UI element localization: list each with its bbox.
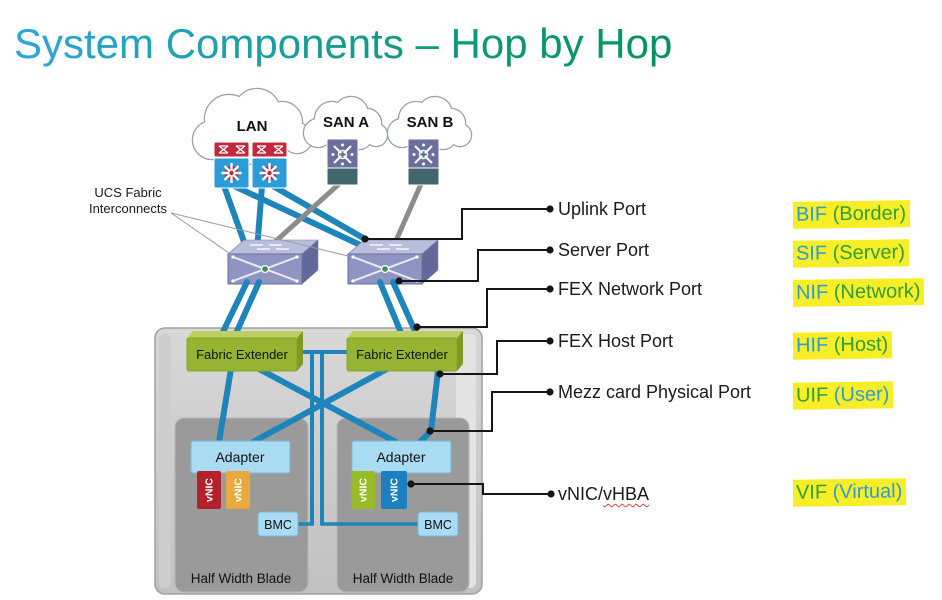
page-title: System Components – Hop by Hop xyxy=(14,20,672,67)
interface-name: (Server) xyxy=(832,241,906,265)
interface-name: (Host) xyxy=(833,333,889,357)
vnic-red xyxy=(197,471,221,509)
switch-icon xyxy=(259,163,280,183)
fex-2-label: Fabric Extender xyxy=(356,347,448,362)
adapter-2-label: Adapter xyxy=(376,449,425,465)
fi-label-line1: UCS Fabric xyxy=(94,185,162,200)
interface-acronym: BIF xyxy=(795,203,828,226)
port-label-server: Server Port xyxy=(558,241,649,259)
lan-router-switch-stack-1 xyxy=(213,141,250,189)
interface-name: (Border) xyxy=(832,202,907,226)
fabric-interconnect-a xyxy=(227,239,319,285)
san-a-cloud-label: SAN A xyxy=(323,114,369,131)
vnic-1-label: vNIC xyxy=(204,478,216,502)
lan-router-switch-stack-2 xyxy=(251,141,288,189)
san-b-cloud-label: SAN B xyxy=(407,114,454,131)
callout-vnic-vhba xyxy=(411,483,551,495)
san-a-switch xyxy=(326,138,359,186)
fabric-interconnect-b xyxy=(347,239,439,285)
port-label-text-misspelled: vHBA xyxy=(603,484,650,504)
interface-acronym: NIF xyxy=(795,281,829,304)
vnic-4-label: vNIC xyxy=(389,478,401,502)
port-label-uplink: Uplink Port xyxy=(558,200,646,218)
san-b-switch xyxy=(407,138,440,186)
interface-acronym: VIF xyxy=(795,481,828,504)
fex-1-label: Fabric Extender xyxy=(196,347,288,362)
bmc-1-label: BMC xyxy=(264,518,292,532)
interface-name: (Network) xyxy=(833,280,921,304)
fabric-extender-2 xyxy=(346,331,463,372)
fi-label-line2: Interconnects xyxy=(89,201,168,216)
port-label-mezz: Mezz card Physical Port xyxy=(558,383,751,401)
vnic-3-label: vNIC xyxy=(358,478,370,502)
interface-acronym: UIF xyxy=(795,384,829,407)
port-label-text: Mezz card Physical Port xyxy=(558,382,752,402)
interface-name: (User) xyxy=(833,383,890,407)
bmc-2-label: BMC xyxy=(424,518,452,532)
bmc-2 xyxy=(417,511,459,537)
interface-label-nif: NIF (Network) xyxy=(792,278,925,307)
interface-label-uif: UIF (User) xyxy=(792,381,894,410)
port-label-fex-network: FEX Network Port xyxy=(558,280,702,298)
port-label-text: Server Port xyxy=(558,240,650,260)
callout-uplink-port xyxy=(365,208,550,240)
blade-1-label: Half Width Blade xyxy=(191,571,292,586)
fi-pointer-lines xyxy=(170,212,349,257)
callout-server-port xyxy=(399,249,550,282)
vnic-orange xyxy=(226,471,250,509)
vnic-blue xyxy=(381,471,407,509)
vnic-2-label: vNIC xyxy=(233,478,245,502)
interface-acronym: HIF xyxy=(795,334,829,357)
blade-2-label: Half Width Blade xyxy=(353,571,454,586)
callout-fex-host-port xyxy=(440,340,550,375)
adapter-1-label: Adapter xyxy=(215,449,264,465)
interface-name: (Virtual) xyxy=(832,480,903,504)
port-label-vnic-vhba: vNIC/vHBA xyxy=(558,485,649,503)
callout-dots xyxy=(361,205,555,498)
bmc-1 xyxy=(257,511,299,537)
port-label-text: vNIC/ xyxy=(558,484,603,504)
port-label-text: FEX Host Port xyxy=(558,331,674,351)
interface-label-sif: SIF (Server) xyxy=(792,239,910,268)
port-label-text: FEX Network Port xyxy=(558,279,703,299)
router-icon xyxy=(218,145,246,154)
chassis-cables xyxy=(216,279,441,526)
callout-lines xyxy=(365,208,551,495)
vnic-tags: vNIC vNIC vNIC vNIC xyxy=(197,471,407,509)
interface-label-hif: HIF (Host) xyxy=(792,331,893,360)
mds-switch-icon xyxy=(331,143,354,166)
router-icon xyxy=(256,145,284,154)
interface-label-vif: VIF (Virtual) xyxy=(792,478,907,507)
fabric-extender-1 xyxy=(186,331,303,372)
mds-switch-icon xyxy=(412,143,435,166)
callout-fex-network-port xyxy=(417,288,550,328)
interface-label-bif: BIF (Border) xyxy=(792,200,911,229)
switch-icon xyxy=(221,163,242,183)
vnic-green xyxy=(351,471,375,509)
interface-acronym: SIF xyxy=(795,242,828,265)
port-label-fex-host: FEX Host Port xyxy=(558,332,673,350)
callout-mezz-port xyxy=(430,391,550,432)
lan-cloud-label: LAN xyxy=(237,118,268,135)
port-label-text: Uplink Port xyxy=(558,199,647,219)
